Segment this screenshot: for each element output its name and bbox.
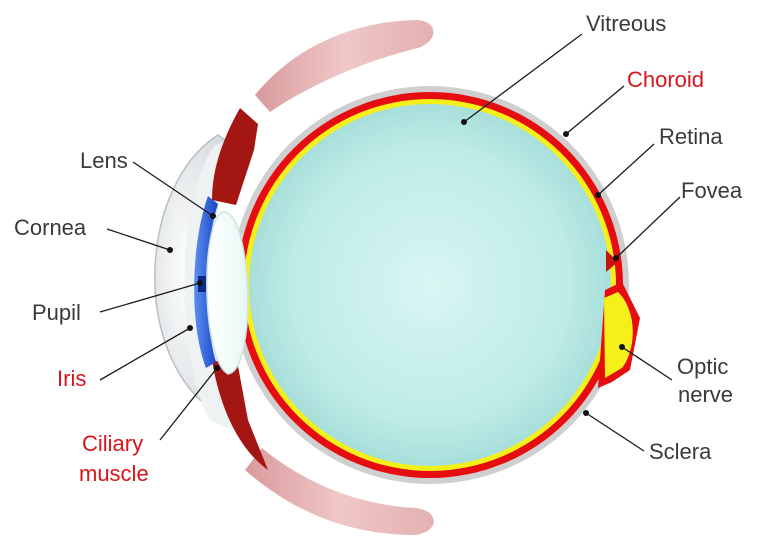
dot-ciliary-muscle [214, 365, 220, 371]
ciliary-body-upper [212, 108, 258, 205]
dot-vitreous [461, 119, 467, 125]
leader-vitreous [464, 34, 582, 122]
leader-sclera [586, 413, 644, 451]
label-muscle: muscle [79, 461, 149, 486]
dot-fovea [613, 255, 619, 261]
label-retina: Retina [659, 124, 723, 149]
label-nerve: nerve [678, 382, 733, 407]
label-iris: Iris [57, 366, 86, 391]
label-vitreous: Vitreous [586, 11, 666, 36]
dot-lens [210, 213, 216, 219]
label-fovea: Fovea [681, 178, 743, 203]
label-pupil: Pupil [32, 300, 81, 325]
label-optic: Optic [677, 354, 728, 379]
dot-retina [595, 192, 601, 198]
dot-choroid [563, 131, 569, 137]
dot-iris [187, 325, 193, 331]
dot-cornea [167, 247, 173, 253]
label-ciliary: Ciliary [82, 431, 143, 456]
label-choroid: Choroid [627, 67, 704, 92]
dot-optic-nerve [619, 344, 625, 350]
dot-pupil [197, 280, 203, 286]
label-sclera: Sclera [649, 439, 712, 464]
dot-sclera [583, 410, 589, 416]
leader-fovea [616, 197, 680, 258]
leader-retina [598, 144, 654, 195]
vitreous [249, 104, 611, 466]
label-lens: Lens [80, 148, 128, 173]
leader-choroid [566, 86, 624, 134]
label-cornea: Cornea [14, 215, 87, 240]
